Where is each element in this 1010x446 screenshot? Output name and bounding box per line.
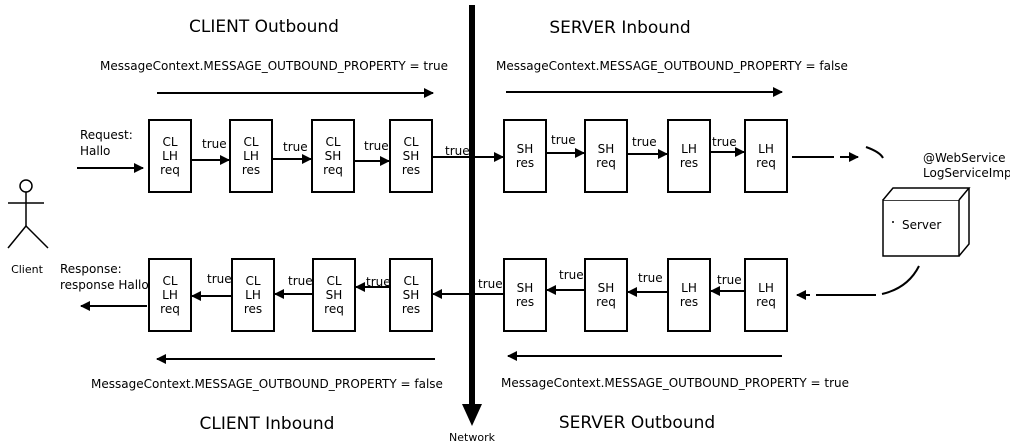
server-node-icon: [882, 187, 971, 257]
top-handler-1-line-1: CL: [162, 135, 177, 149]
bottom-connector-true-label-7: true: [717, 273, 742, 287]
top-handler-4-line-3: res: [402, 163, 420, 177]
top-handler-6: [584, 119, 628, 193]
bottom-handler-6-line-1: SH: [598, 281, 615, 295]
client-outbound-property: MessageContext.MESSAGE_OUTBOUND_PROPERTY…: [100, 59, 448, 73]
bottom-handler-3-line-3: req: [324, 302, 344, 316]
bottom-handler-2-line-3: res: [244, 302, 262, 316]
client-inbound-property: MessageContext.MESSAGE_OUTBOUND_PROPERTY…: [91, 377, 443, 391]
top-handler-2-line-3: res: [242, 163, 260, 177]
bottom-handler-4: [389, 258, 433, 332]
top-connector-true-label-1: true: [202, 137, 227, 151]
response-message: response Hallo: [60, 278, 149, 292]
server-annotation-webservice: @WebService: [923, 151, 1006, 165]
bottom-handler-4-line-2: SH: [403, 288, 420, 302]
top-handler-5-line-1: SH: [517, 142, 534, 156]
top-handler-7-line-2: res: [680, 156, 698, 170]
top-handler-6-line-1: SH: [598, 142, 615, 156]
client-inbound-title: CLIENT Inbound: [200, 414, 335, 434]
bottom-handler-2-line-1: CL: [245, 274, 260, 288]
handler-chain: CLLHreqCLLHresCLSHreqCLSHresSHresSHreqLH…: [148, 119, 788, 332]
top-handler-4-line-2: SH: [403, 149, 420, 163]
bottom-handler-2: [231, 258, 275, 332]
request-message: Hallo: [80, 144, 110, 158]
server-outbound-property: MessageContext.MESSAGE_OUTBOUND_PROPERTY…: [501, 376, 849, 390]
top-handler-8-line-2: req: [756, 156, 776, 170]
bottom-handler-5-line-2: res: [516, 295, 534, 309]
top-connector-true-label-6: true: [632, 135, 657, 149]
server-annotation-impl: LogServiceImpl: [923, 166, 1010, 180]
top-handler-2: [229, 119, 273, 193]
top-handler-7-line-1: LH: [681, 142, 697, 156]
top-connector-true-label-3: true: [364, 139, 389, 153]
network-arrowhead-icon: [462, 404, 482, 426]
bottom-handler-1-line-2: LH: [162, 288, 178, 302]
server-inbound-property: MessageContext.MESSAGE_OUTBOUND_PROPERTY…: [496, 59, 848, 73]
bottom-handler-3-line-2: SH: [326, 288, 343, 302]
bottom-handler-1: [148, 258, 192, 332]
top-handler-5: [503, 119, 547, 193]
top-connector-true-label-2: true: [283, 140, 308, 154]
bottom-handler-7: [667, 258, 711, 332]
bottom-connector-true-label-3: true: [366, 275, 391, 289]
top-handler-3-line-1: CL: [325, 135, 340, 149]
bottom-handler-4-line-1: CL: [403, 274, 418, 288]
client-label: Client: [11, 263, 44, 276]
bottom-handler-7-line-1: LH: [681, 281, 697, 295]
top-handler-3-line-2: SH: [325, 149, 342, 163]
bottom-handler-1-line-3: req: [160, 302, 180, 316]
bottom-handler-5-line-1: SH: [517, 281, 534, 295]
top-handler-2-line-2: LH: [243, 149, 259, 163]
top-handler-3-line-3: req: [323, 163, 343, 177]
bottom-connector-true-label-1: true: [207, 272, 232, 286]
bottom-handler-8-line-2: req: [756, 295, 776, 309]
bottom-handler-3: [312, 258, 356, 332]
bottom-connector-true-label-4: true: [478, 277, 503, 291]
server-inbound-title: SERVER Inbound: [549, 18, 690, 38]
bottom-connector-true-label-6: true: [638, 271, 663, 285]
bottom-connector-true-label-5: true: [559, 268, 584, 282]
top-handler-2-line-1: CL: [243, 135, 258, 149]
bottom-handler-3-line-1: CL: [326, 274, 341, 288]
top-handler-5-line-2: res: [516, 156, 534, 170]
network-label: Network: [449, 431, 496, 444]
client-outbound-title: CLIENT Outbound: [189, 17, 339, 37]
top-handler-4-line-1: CL: [403, 135, 418, 149]
bottom-handler-2-line-2: LH: [245, 288, 261, 302]
top-handler-7: [667, 119, 711, 193]
top-handler-6-line-2: req: [596, 156, 616, 170]
server-label: Server: [902, 218, 941, 232]
from-server-connector-curve: [881, 265, 920, 295]
bottom-handler-6: [584, 258, 628, 332]
top-connector-true-label-7: true: [712, 135, 737, 149]
top-connector-true-label-5: true: [551, 133, 576, 147]
top-handler-1-line-2: LH: [162, 149, 178, 163]
bottom-handler-7-line-2: res: [680, 295, 698, 309]
top-handler-1: [148, 119, 192, 193]
top-handler-1-line-3: req: [160, 163, 180, 177]
client-actor-icon: [7, 179, 49, 249]
to-server-connector-curve: [865, 146, 884, 159]
bottom-connector-true-label-2: true: [288, 274, 313, 288]
top-handler-8-line-1: LH: [758, 142, 774, 156]
top-handler-8: [744, 119, 788, 193]
top-handler-3: [311, 119, 355, 193]
response-label: Response:: [60, 262, 122, 276]
top-handler-4: [389, 119, 433, 193]
bottom-handler-1-line-1: CL: [162, 274, 177, 288]
bottom-handler-5: [503, 258, 547, 332]
top-connector-true-label-4: true: [445, 144, 470, 158]
bottom-handler-8-line-1: LH: [758, 281, 774, 295]
request-label: Request:: [80, 128, 133, 142]
bottom-handler-4-line-3: res: [402, 302, 420, 316]
bottom-handler-6-line-2: req: [596, 295, 616, 309]
bottom-handler-8: [744, 258, 788, 332]
server-outbound-title: SERVER Outbound: [559, 413, 715, 433]
